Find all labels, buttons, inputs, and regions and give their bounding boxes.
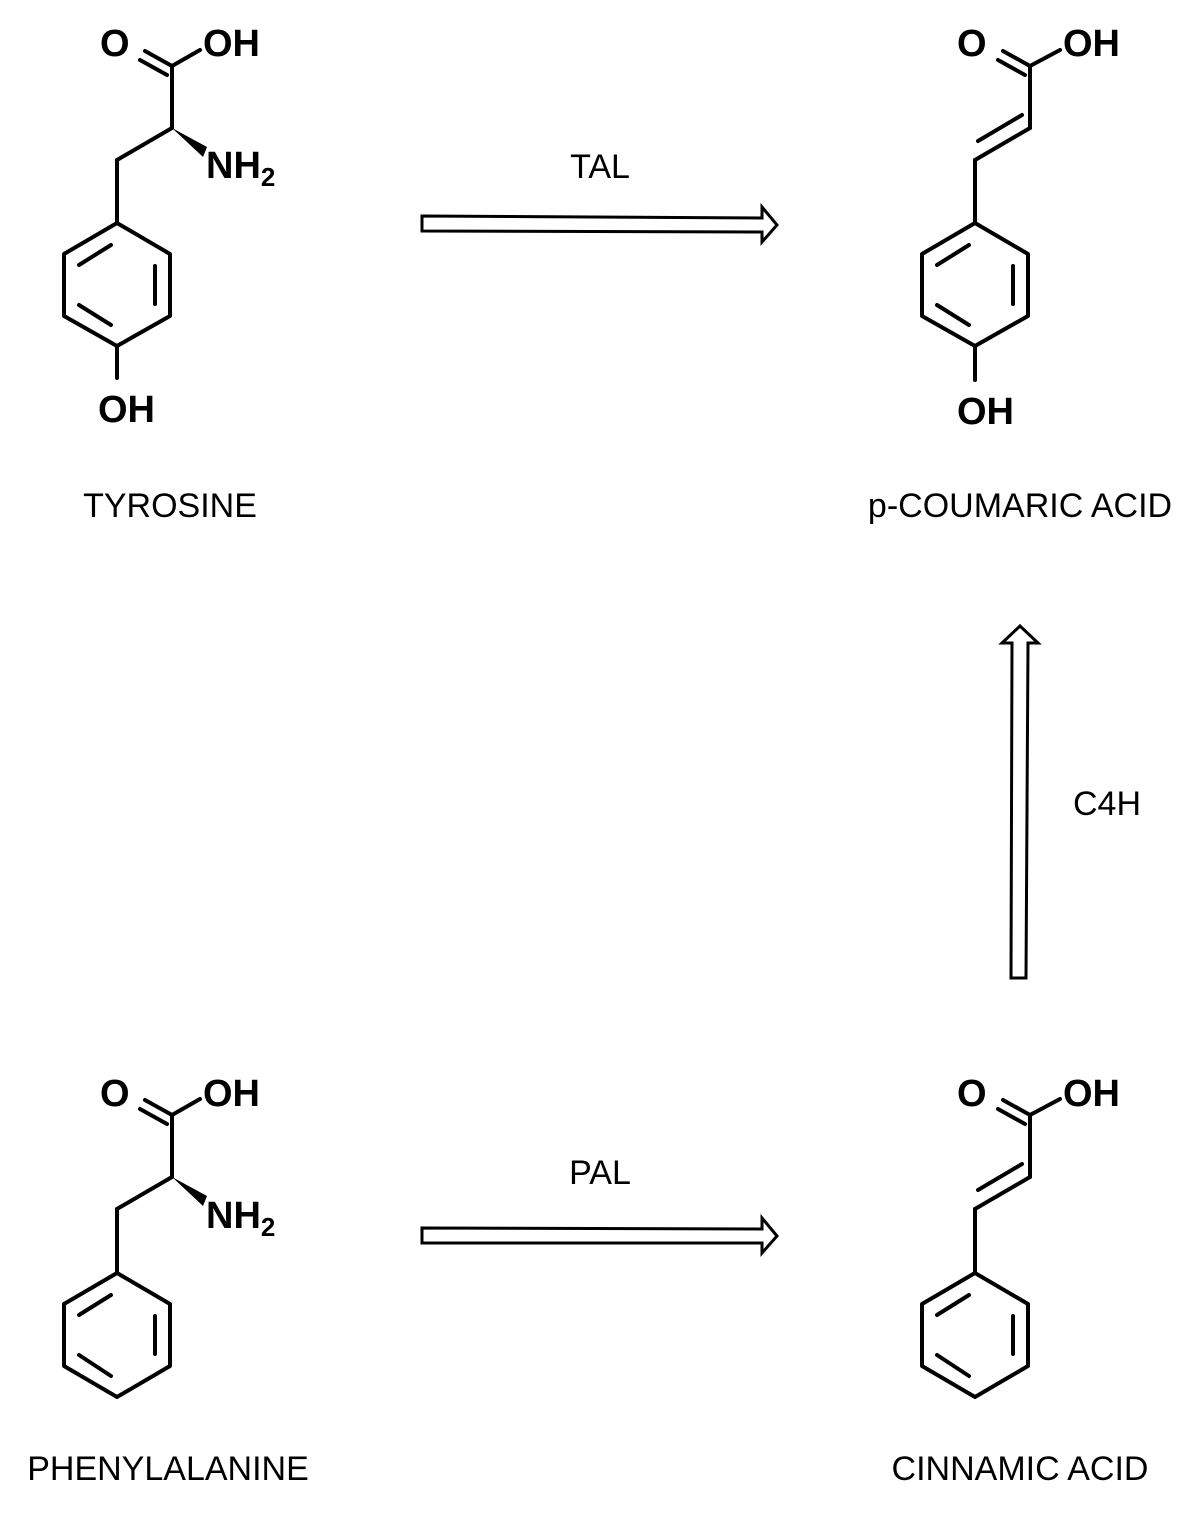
tyrosine-phenol-oh: OH: [98, 389, 155, 431]
phenylalanine-label: PHENYLALANINE: [27, 1450, 309, 1488]
tal-enzyme-label: TAL: [570, 148, 630, 186]
pal-enzyme-label: PAL: [569, 1154, 631, 1192]
p-coumaric-phenol-oh: OH: [957, 391, 1014, 433]
cinnamic-acid-structure: O OH: [920, 1073, 1120, 1399]
cinnamic-acid-label: CINNAMIC ACID: [892, 1450, 1149, 1488]
phenylalanine-acid-oh: OH: [203, 1073, 260, 1115]
phenylalanine-acid-o: O: [100, 1073, 130, 1115]
pal-reaction-arrow: [420, 1213, 779, 1257]
phenylalanine-amine: NH2: [206, 1195, 275, 1242]
tyrosine-amine: NH2: [206, 145, 275, 192]
tal-reaction-arrow: [420, 202, 779, 246]
p-coumaric-acid-label: p-COUMARIC ACID: [868, 487, 1172, 525]
p-coumaric-acid-oh: OH: [1063, 23, 1120, 65]
cinnamic-acid-o: O: [957, 1073, 987, 1115]
tyrosine-label: TYROSINE: [83, 487, 257, 525]
c4h-reaction-arrow: [998, 623, 1042, 980]
tyrosine-structure: O OH NH2 OH: [62, 23, 275, 431]
p-coumaric-acid-structure: O OH OH: [920, 23, 1120, 433]
tyrosine-acid-o: O: [100, 23, 130, 65]
phenylalanine-structure: O OH NH2: [62, 1073, 275, 1399]
cinnamic-acid-oh: OH: [1063, 1073, 1120, 1115]
p-coumaric-acid-o: O: [957, 23, 987, 65]
tyrosine-acid-oh: OH: [203, 23, 260, 65]
c4h-enzyme-label: C4H: [1073, 785, 1141, 823]
